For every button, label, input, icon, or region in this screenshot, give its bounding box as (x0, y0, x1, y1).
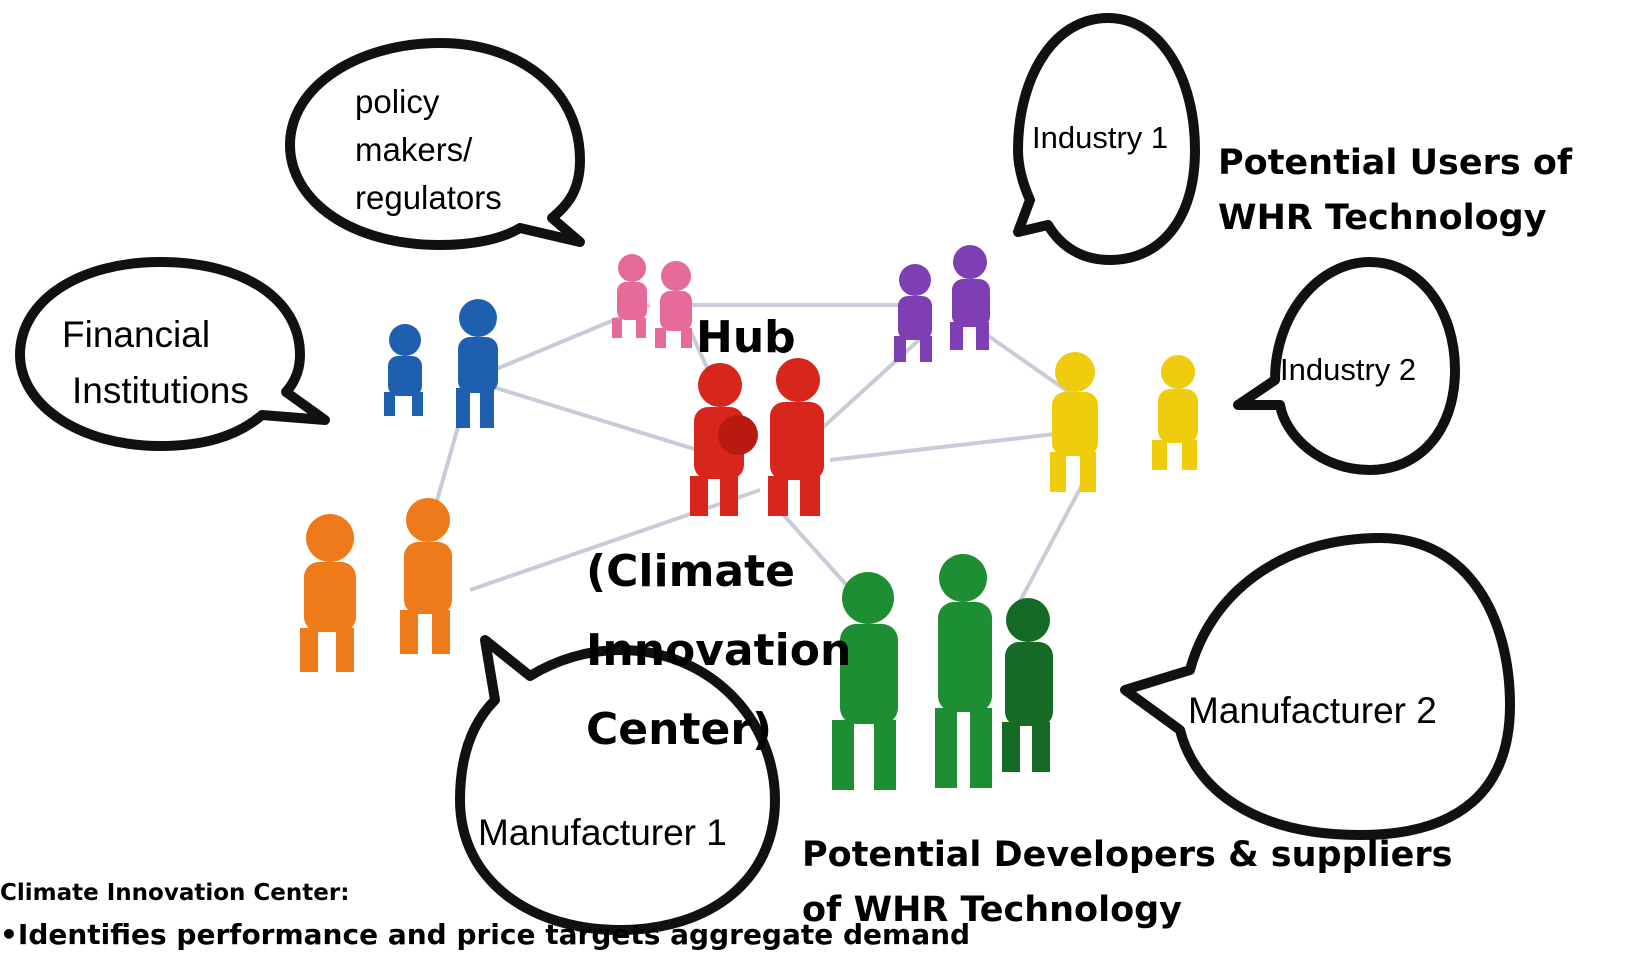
users-line-2: WHR Technology (1218, 198, 1547, 238)
financial-bubble (15, 257, 330, 451)
users-line-1: Potential Users of (1218, 143, 1573, 183)
financial-bubble-text: Financial Institutions (62, 307, 249, 419)
manufacturer2-bubble (1120, 533, 1515, 840)
policy-line-3: regulators (355, 179, 502, 216)
hub-subtitle-line-1: (Climate (586, 546, 795, 597)
financial-line-1: Financial (62, 314, 211, 355)
users-group-label: Potential Users of WHR Technology (1218, 136, 1572, 246)
industry1-bubble (1013, 13, 1200, 265)
purple-people-group (894, 245, 990, 362)
hub-subtitle: (Climate Innovation Center) (586, 532, 851, 769)
footer-title: Climate Innovation Center: (0, 880, 350, 906)
hub-subtitle-line-2: Innovation (586, 625, 852, 676)
developers-line-2: of WHR Technology (802, 890, 1182, 930)
developers-group-label: Potential Developers & suppliers of WHR … (802, 828, 1452, 938)
industry2-label: Industry 2 (1280, 352, 1417, 387)
industry2-bubble (1233, 257, 1460, 475)
hub-title: Hub (696, 312, 796, 363)
green-people-group (832, 554, 1053, 790)
developers-line-1: Potential Developers & suppliers (802, 835, 1453, 875)
policy-line-1: policy (355, 83, 440, 120)
manufacturer2-label: Manufacturer 2 (1188, 690, 1437, 731)
yellow-people-group (1050, 352, 1198, 492)
red-people-group (690, 358, 824, 516)
pink-people-group (612, 254, 692, 348)
manufacturer1-bubble (455, 635, 780, 935)
hub-subtitle-line-3: Center) (586, 704, 773, 755)
blue-people-group (384, 299, 498, 428)
footer-bullet: •Identifies performance and price target… (0, 918, 971, 951)
financial-line-2: Institutions (72, 370, 249, 411)
policy-bubble-text: policy makers/ regulators (355, 78, 502, 222)
speech-bubbles (15, 13, 1515, 935)
manufacturer1-label: Manufacturer 1 (478, 812, 727, 853)
industry1-label: Industry 1 (1032, 120, 1169, 155)
orange-people-group (300, 498, 452, 672)
policy-bubble (285, 38, 585, 250)
policy-line-2: makers/ (355, 131, 473, 168)
